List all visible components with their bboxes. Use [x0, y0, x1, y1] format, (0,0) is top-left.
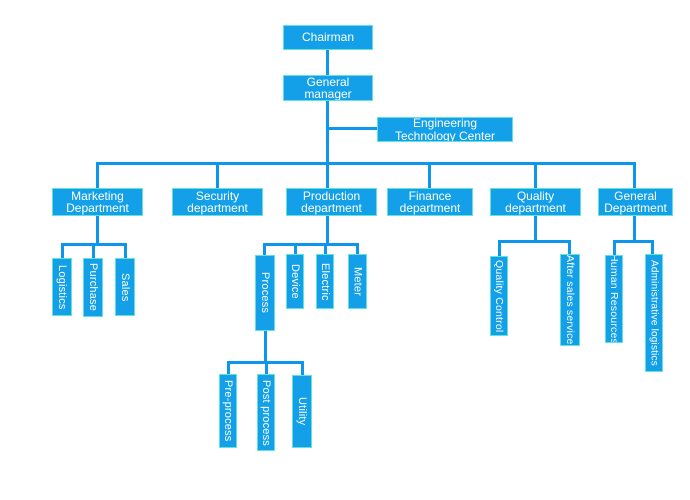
connector-line: [61, 243, 127, 246]
org-node-label: General Department: [604, 188, 667, 215]
connector-line: [263, 243, 359, 246]
org-node-label: Logistics: [56, 264, 68, 310]
org-node-after-sales-service: After sales service: [560, 254, 580, 346]
org-node-general-department: General Department: [598, 188, 673, 216]
org-node-label: Chairman: [301, 30, 355, 45]
org-node-label: Quality department: [505, 188, 566, 215]
org-node-quality-control: Quality Control: [490, 256, 508, 336]
connector-line: [96, 216, 99, 243]
org-node-human-resources: Human Resources: [605, 255, 623, 343]
connector-line: [613, 243, 616, 255]
org-node-label: Engineering Technology Center: [394, 117, 496, 142]
org-node-label: Human Resources: [608, 255, 620, 343]
connector-line: [326, 50, 329, 75]
connector-line: [428, 162, 431, 188]
connector-line: [568, 243, 571, 254]
org-node-label: Quality Control: [493, 259, 505, 333]
connector-line: [96, 162, 99, 188]
connector-line: [324, 246, 327, 254]
org-node-label: Device: [289, 264, 301, 299]
org-node-quality-department: Quality department: [490, 188, 581, 216]
org-node-marketing-department: Marketing Department: [52, 188, 143, 216]
org-node-label: Pre-process: [222, 380, 234, 442]
org-node-label: General manager: [304, 75, 352, 101]
connector-line: [534, 216, 537, 240]
org-node-device: Device: [286, 254, 304, 309]
org-node-general-manager: General manager: [283, 75, 373, 101]
org-node-electric: Electric: [316, 254, 334, 309]
org-node-label: Meter: [351, 266, 364, 297]
org-node-label: Process: [259, 272, 271, 314]
org-node-pre-process: Pre-process: [219, 374, 237, 448]
connector-line: [294, 246, 297, 254]
connector-line: [498, 240, 571, 243]
org-node-label: Production department: [301, 188, 362, 215]
org-node-post-process: Post process: [257, 374, 275, 451]
connector-line: [227, 364, 230, 374]
connector-line: [227, 361, 304, 364]
org-node-utility: Utility: [292, 375, 312, 448]
org-node-production-department: Production department: [286, 188, 377, 216]
org-node-process: Process: [255, 255, 275, 331]
org-node-label: Purchase: [87, 263, 99, 312]
org-node-finance-department: Finance department: [387, 188, 473, 216]
connector-line: [124, 246, 127, 258]
connector-line: [61, 246, 64, 258]
connector-line: [263, 246, 266, 255]
org-node-security-department: Security department: [172, 188, 263, 216]
org-node-label: Finance department: [399, 188, 461, 215]
org-node-chairman: Chairman: [283, 25, 373, 50]
connector-line: [613, 240, 654, 243]
org-node-logistics: Logistics: [52, 258, 72, 316]
connector-line: [651, 243, 654, 254]
connector-line: [264, 331, 267, 361]
org-node-label: Administrative logistics: [648, 260, 660, 366]
connector-line: [301, 364, 304, 375]
org-node-label: After sales service: [564, 255, 576, 345]
org-node-label: Electric: [319, 262, 331, 301]
connector-line: [265, 364, 268, 374]
connector-line: [326, 101, 329, 188]
org-node-label: Security department: [187, 188, 248, 215]
connector-line: [216, 162, 219, 188]
connector-line: [356, 246, 359, 254]
org-node-meter: Meter: [348, 254, 367, 309]
org-node-engineering-technology-center: Engineering Technology Center: [377, 117, 513, 142]
connector-line: [498, 243, 501, 256]
connector-line: [96, 162, 636, 165]
org-node-label: Post process: [260, 379, 272, 446]
org-node-administrative-logistics: Administrative logistics: [645, 254, 663, 372]
connector-line: [534, 162, 537, 188]
connector-line: [633, 162, 636, 188]
org-node-label: Marketing Department: [66, 188, 129, 215]
org-node-label: Sales: [119, 272, 131, 302]
connector-line: [326, 216, 329, 243]
org-node-sales: Sales: [115, 258, 135, 316]
org-node-label: Utility: [296, 397, 308, 426]
connector-line: [326, 127, 377, 130]
connector-line: [92, 246, 95, 258]
org-node-purchase: Purchase: [83, 258, 103, 317]
connector-line: [633, 216, 636, 240]
